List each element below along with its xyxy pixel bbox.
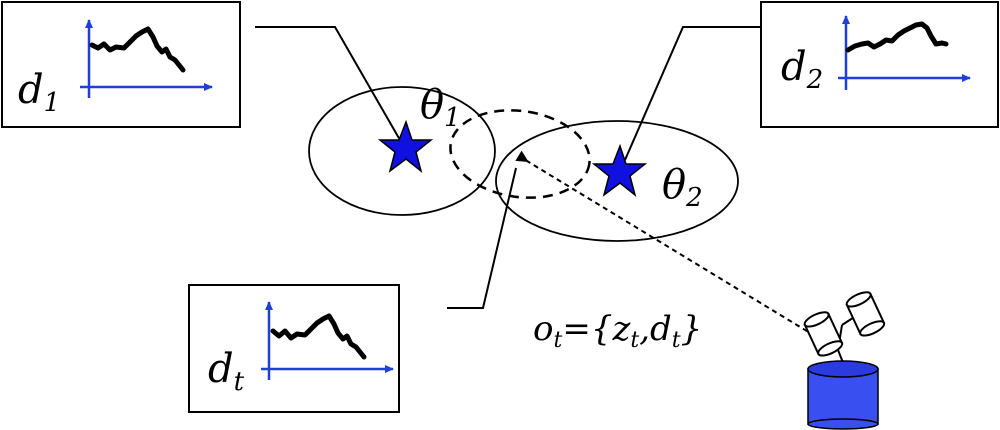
observation-region xyxy=(449,109,591,199)
leader-d1-to-star1 xyxy=(255,26,401,141)
panel-dt-label: dt xyxy=(208,346,245,397)
theta1-region xyxy=(308,86,496,216)
parameter-regions xyxy=(308,86,739,242)
leader-lines xyxy=(255,26,760,309)
theta2-region xyxy=(495,120,739,242)
panel-d2: d2 xyxy=(760,1,999,128)
signal-curve xyxy=(845,21,949,53)
panel-d1-label: d1 xyxy=(18,67,60,118)
theta2-label: θ2 xyxy=(662,162,703,213)
theta1-label: θ1 xyxy=(420,82,461,133)
panel-dt: dt xyxy=(188,284,400,413)
observation-equation: ot={zt,dt} xyxy=(533,309,702,353)
star-icon xyxy=(591,143,648,198)
signal-curve xyxy=(89,26,186,73)
leader-dt-to-dashed-ellipse xyxy=(447,167,517,309)
sensor-station-icon xyxy=(803,291,886,430)
panel-d2-label: d2 xyxy=(781,44,823,95)
signal-curve xyxy=(270,313,367,360)
panel-d1: d1 xyxy=(1,1,241,128)
star-icon xyxy=(377,119,434,174)
leader-d2-to-star2 xyxy=(624,26,760,161)
observation-arrow xyxy=(515,150,839,351)
